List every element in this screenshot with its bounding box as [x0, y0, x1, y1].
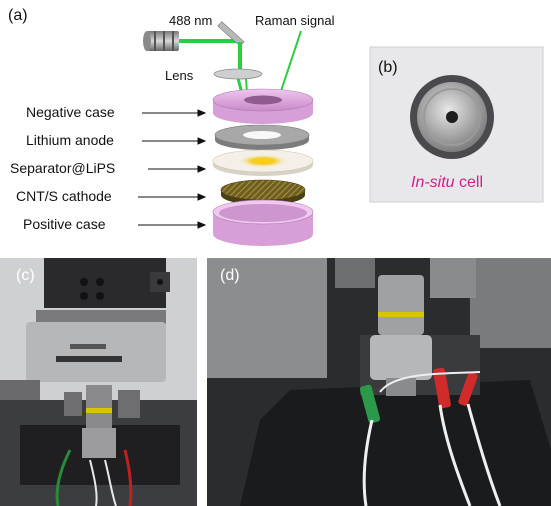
negative-case-icon	[212, 88, 314, 124]
layer-label: Separator@LiPS	[10, 160, 115, 176]
lens-label: Lens	[165, 68, 194, 83]
coin-cell-window	[446, 111, 458, 123]
layer-label: Negative case	[26, 104, 115, 120]
microscope-head	[26, 322, 166, 382]
raman-signal-beam	[277, 30, 302, 101]
panel-b-tag: (b)	[378, 59, 398, 76]
laser-source-icon	[143, 31, 179, 51]
white-wire	[438, 404, 472, 506]
layer-label: CNT/S cathode	[16, 188, 112, 204]
positive-case-icon	[212, 199, 314, 246]
layer-arrows	[138, 109, 207, 229]
panel-a: (a) 488 nm Raman signal Lens	[8, 7, 335, 246]
green-clip-wire	[55, 449, 72, 506]
layer-label: Positive case	[23, 216, 106, 232]
panel-c-tag: (c)	[16, 267, 35, 284]
green-clip-icon	[359, 384, 381, 424]
raman-signal-label: Raman signal	[255, 13, 335, 28]
panel-d-tag: (d)	[220, 267, 240, 284]
panel-a-tag: (a)	[8, 7, 28, 24]
panel-b: (b) In-situ cell	[369, 46, 544, 203]
mirror-icon	[217, 21, 245, 47]
layer-labels: Negative case Lithium anode Separator@Li…	[10, 104, 115, 232]
panel-d: (d)	[207, 258, 551, 506]
red-clip-icon	[433, 367, 451, 409]
objective-lens	[378, 275, 424, 335]
lens-icon	[213, 68, 263, 80]
microscope-stage	[240, 380, 551, 506]
layer-label: Lithium anode	[26, 132, 114, 148]
white-wire	[362, 419, 374, 506]
spectrometer-box	[44, 258, 166, 308]
objective-lens	[86, 385, 112, 430]
laser-wavelength-label: 488 nm	[169, 13, 212, 28]
in-situ-cell-caption: In-situ cell	[411, 174, 483, 191]
separator-lips-icon	[212, 149, 314, 176]
red-clip-wire	[123, 449, 133, 506]
lithium-anode-icon	[214, 124, 310, 150]
panel-c: (c)	[0, 258, 197, 506]
